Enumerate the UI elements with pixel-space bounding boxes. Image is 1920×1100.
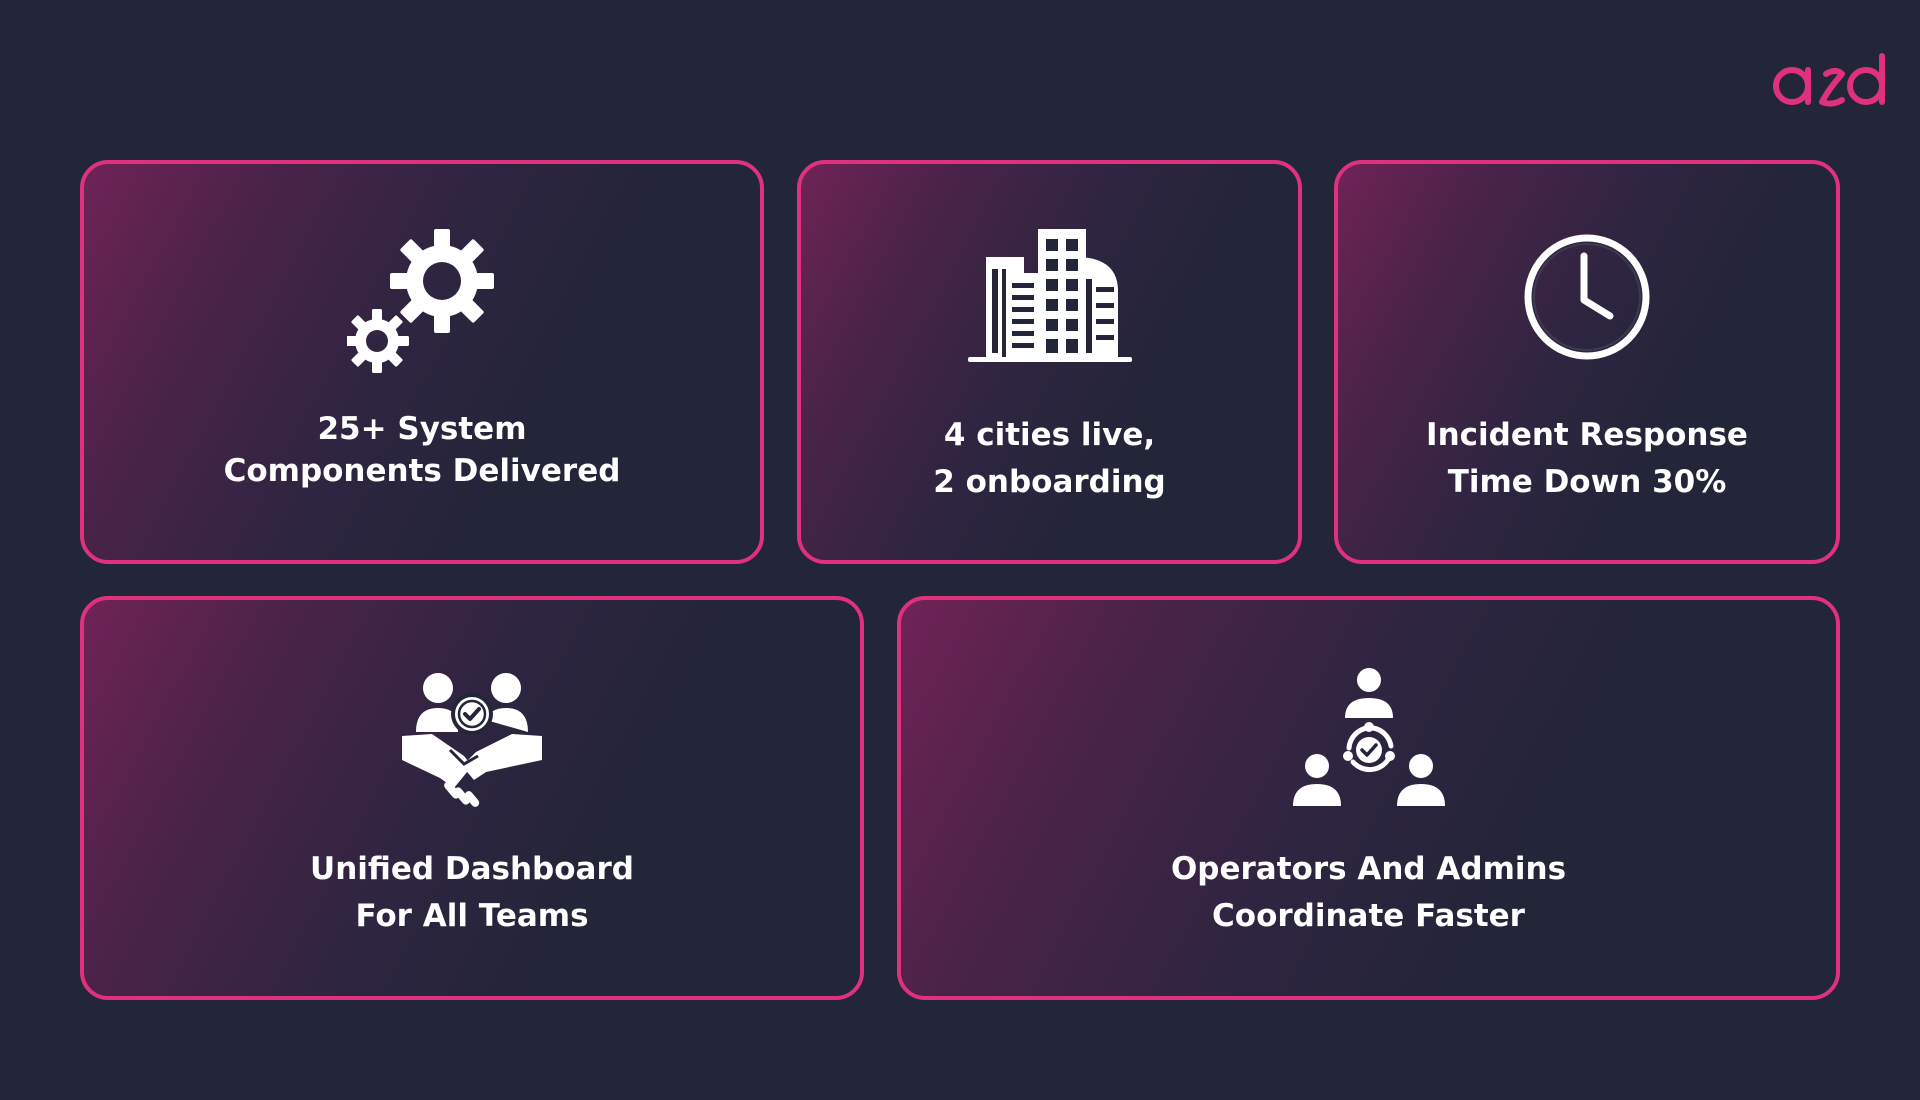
label-line-1: 25+ System: [317, 411, 527, 447]
label-line-1: Operators And Admins: [1170, 851, 1567, 887]
label-line-1: Incident Response: [1426, 417, 1748, 453]
label-line-1: Unified Dashboard: [310, 851, 634, 887]
clock-icon: [1522, 232, 1652, 362]
stat-card-label: Incident Response Time Down 30%: [1358, 412, 1816, 506]
buildings-icon: [967, 229, 1132, 369]
stat-card-label: 25+ System Components Delivered: [104, 408, 740, 492]
label-line-2: Time Down 30%: [1447, 464, 1727, 500]
stat-card-components: 25+ System Components Delivered: [80, 160, 764, 564]
stat-card-unified-dashboard: Unified Dashboard For All Teams: [80, 596, 864, 1000]
brand-logo: [1768, 52, 1890, 112]
label-line-2: For All Teams: [355, 898, 589, 934]
team-coordination-icon: [1292, 666, 1445, 814]
gears-icon: [347, 226, 497, 376]
stat-card-incident-response: Incident Response Time Down 30%: [1334, 160, 1840, 564]
label-line-1: 4 cities live,: [943, 417, 1156, 453]
handshake-team-icon: [402, 668, 542, 814]
stat-card-label: 4 cities live, 2 onboarding: [821, 412, 1278, 506]
stat-card-coordination: Operators And Admins Coordinate Faster: [897, 596, 1840, 1000]
label-line-2: Coordinate Faster: [1212, 898, 1525, 934]
stat-card-cities: 4 cities live, 2 onboarding: [797, 160, 1302, 564]
stat-card-label: Unified Dashboard For All Teams: [104, 846, 840, 940]
label-line-2: 2 onboarding: [933, 464, 1166, 500]
stat-card-label: Operators And Admins Coordinate Faster: [921, 846, 1816, 940]
label-line-2: Components Delivered: [223, 453, 621, 489]
